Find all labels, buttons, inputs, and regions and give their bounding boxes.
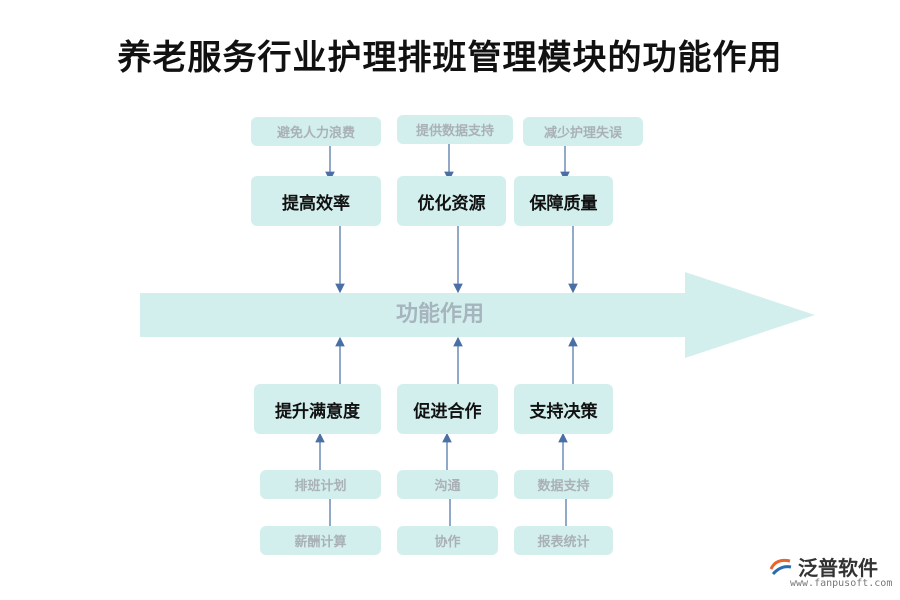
cause-box: 提供数据支持 [397, 115, 513, 144]
main-arrow [140, 272, 815, 358]
cause-box: 报表统计 [514, 526, 613, 555]
diagram-title: 养老服务行业护理排班管理模块的功能作用 [117, 38, 783, 78]
cause-box: 减少护理失误 [523, 117, 643, 146]
center-label: 功能作用 [395, 302, 484, 327]
effect-box: 优化资源 [397, 176, 506, 226]
cause-box: 协作 [397, 526, 498, 555]
logo-name: 泛普软件 [798, 556, 878, 580]
cause-box: 薪酬计算 [260, 526, 381, 555]
cause-box: 沟通 [397, 470, 498, 499]
cause-box: 排班计划 [260, 470, 381, 499]
brand-logo: 泛普软件 [768, 552, 878, 581]
cause-box: 数据支持 [514, 470, 613, 499]
effect-box: 保障质量 [514, 176, 613, 226]
cause-box: 避免人力浪费 [251, 117, 381, 146]
logo-url: www.fanpusoft.com [790, 578, 893, 589]
effect-box: 支持决策 [514, 384, 613, 434]
effect-box: 提高效率 [251, 176, 381, 226]
effect-box: 提升满意度 [254, 384, 381, 434]
effect-box: 促进合作 [397, 384, 498, 434]
logo-icon [769, 558, 792, 575]
